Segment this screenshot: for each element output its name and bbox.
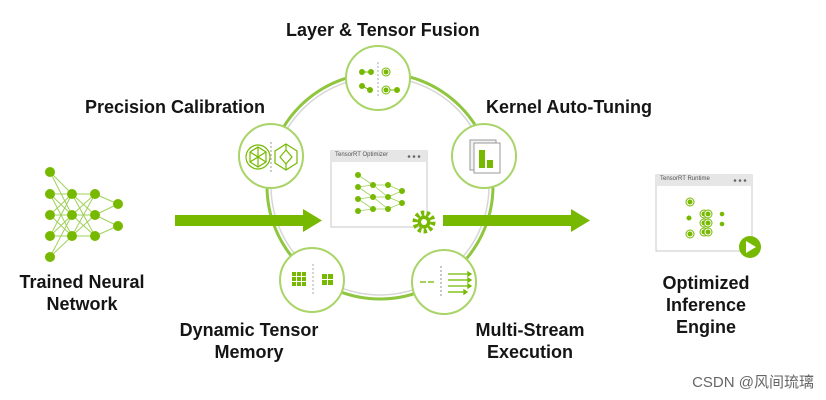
gear-icon [412,210,436,234]
trained-network-label: Trained Neural Network [19,272,145,314]
dynamic-memory-label: Dynamic Tensor Memory [179,320,319,362]
kernel-autotuning-node [451,123,517,189]
output-arrow [443,209,590,232]
watermark: CSDN @风间琉璃 [692,374,814,391]
dynamic-memory-node [279,247,345,313]
multi-stream-label: Multi-Stream Execution [475,320,585,362]
multi-stream-node [411,249,477,315]
tensorrt-runtime-window [655,174,761,258]
precision-calibration-node [238,123,304,189]
layer-fusion-label: Layer & Tensor Fusion [286,20,480,40]
tensorrt-optimizer-window [330,150,436,234]
trained-network-icon [45,167,123,262]
optimizer-window-title: TensorRT Optimizer [335,152,389,158]
kernel-autotuning-label: Kernel Auto-Tuning [486,97,652,117]
layer-fusion-node [345,45,411,111]
input-arrow [175,209,322,232]
optimized-engine-label: Optimized Inference Engine [662,273,750,337]
precision-calibration-label: Precision Calibration [85,97,266,117]
play-icon [739,236,761,258]
runtime-window-title: TensorRT Runtime [660,176,710,182]
